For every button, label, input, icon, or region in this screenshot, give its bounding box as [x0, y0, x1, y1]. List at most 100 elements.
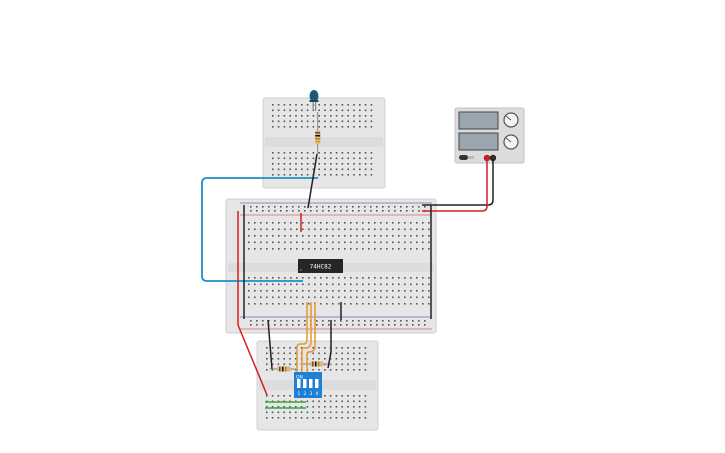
- breadboard-hole[interactable]: [274, 320, 276, 322]
- breadboard-hole[interactable]: [353, 120, 355, 123]
- breadboard-hole[interactable]: [320, 296, 322, 299]
- breadboard-hole[interactable]: [350, 228, 352, 231]
- breadboard-hole[interactable]: [335, 120, 338, 123]
- breadboard-hole[interactable]: [340, 320, 342, 322]
- breadboard-hole[interactable]: [324, 126, 326, 128]
- breadboard-hole[interactable]: [344, 296, 346, 299]
- breadboard-hole[interactable]: [341, 411, 343, 414]
- breadboard-hole[interactable]: [335, 152, 338, 154]
- breadboard-hole[interactable]: [324, 358, 326, 360]
- breadboard-hole[interactable]: [358, 352, 361, 355]
- breadboard-hole[interactable]: [301, 104, 303, 106]
- breadboard-hole[interactable]: [295, 163, 297, 165]
- breadboard-hole[interactable]: [347, 358, 349, 360]
- breadboard-hole[interactable]: [295, 109, 297, 112]
- breadboard-hole[interactable]: [301, 163, 303, 165]
- breadboard-hole[interactable]: [350, 290, 352, 292]
- breadboard-hole[interactable]: [277, 168, 280, 171]
- breadboard-hole[interactable]: [347, 115, 349, 117]
- breadboard-hole[interactable]: [332, 283, 334, 286]
- breadboard-hole[interactable]: [353, 109, 355, 112]
- breadboard-hole[interactable]: [290, 296, 292, 299]
- breadboard-hole[interactable]: [398, 241, 400, 244]
- breadboard-hole[interactable]: [254, 283, 256, 286]
- breadboard-hole[interactable]: [266, 228, 268, 231]
- breadboard-hole[interactable]: [392, 228, 394, 231]
- blue-wire[interactable]: [201, 177, 318, 282]
- breadboard-hole[interactable]: [404, 235, 406, 237]
- orange-wire-3[interactable]: [306, 302, 316, 372]
- breadboard-hole[interactable]: [404, 303, 406, 305]
- breadboard-hole[interactable]: [353, 174, 355, 176]
- breadboard-hole[interactable]: [422, 222, 424, 224]
- breadboard-hole[interactable]: [358, 206, 360, 208]
- breadboard-hole[interactable]: [424, 320, 426, 322]
- breadboard-hole[interactable]: [330, 120, 332, 123]
- breadboard-hole[interactable]: [289, 363, 291, 366]
- breadboard-hole[interactable]: [344, 248, 346, 250]
- breadboard-hole[interactable]: [322, 210, 324, 212]
- breadboard-hole[interactable]: [386, 303, 388, 305]
- breadboard-hole[interactable]: [341, 363, 343, 366]
- breadboard-hole[interactable]: [271, 369, 274, 371]
- breadboard-hole[interactable]: [268, 206, 270, 208]
- breadboard-hole[interactable]: [404, 296, 406, 299]
- breadboard-hole[interactable]: [344, 290, 346, 292]
- breadboard-hole[interactable]: [398, 290, 400, 292]
- breadboard-hole[interactable]: [306, 417, 309, 419]
- breadboard-hole[interactable]: [335, 347, 338, 349]
- breadboard-hole[interactable]: [266, 235, 268, 237]
- breadboard-hole[interactable]: [324, 347, 326, 349]
- breadboard-hole[interactable]: [329, 358, 332, 360]
- breadboard-hole[interactable]: [284, 228, 286, 231]
- breadboard-hole[interactable]: [308, 296, 310, 299]
- breadboard-hole[interactable]: [341, 163, 344, 165]
- breadboard-hole[interactable]: [260, 228, 262, 231]
- breadboard-hole[interactable]: [353, 363, 355, 366]
- breadboard-hole[interactable]: [359, 109, 361, 112]
- breadboard-hole[interactable]: [341, 369, 343, 371]
- breadboard-hole[interactable]: [302, 235, 304, 237]
- breadboard-hole[interactable]: [410, 290, 412, 292]
- breadboard-hole[interactable]: [256, 324, 258, 326]
- breadboard-hole[interactable]: [308, 222, 310, 224]
- breadboard-hole[interactable]: [296, 290, 298, 292]
- breadboard-hole[interactable]: [418, 320, 420, 322]
- breadboard-hole[interactable]: [254, 290, 256, 292]
- breadboard-hole[interactable]: [271, 417, 274, 419]
- breadboard-hole[interactable]: [278, 241, 280, 244]
- breadboard-hole[interactable]: [324, 120, 326, 123]
- breadboard-hole[interactable]: [295, 347, 297, 349]
- breadboard-hole[interactable]: [318, 109, 320, 112]
- breadboard-hole[interactable]: [330, 126, 332, 128]
- breadboard-hole[interactable]: [295, 104, 297, 106]
- breadboard-hole[interactable]: [312, 369, 314, 371]
- breadboard-hole[interactable]: [266, 406, 268, 408]
- breadboard-hole[interactable]: [295, 352, 297, 355]
- breadboard-hole[interactable]: [380, 290, 382, 292]
- breadboard-hole[interactable]: [350, 222, 352, 224]
- breadboard-hole[interactable]: [382, 320, 384, 322]
- breadboard-hole[interactable]: [308, 283, 310, 286]
- breadboard-hole[interactable]: [290, 228, 292, 231]
- breadboard-hole[interactable]: [304, 324, 306, 326]
- breadboard-hole[interactable]: [278, 248, 280, 250]
- breadboard-hole[interactable]: [272, 120, 274, 123]
- breadboard-hole[interactable]: [358, 395, 361, 397]
- breadboard-hole[interactable]: [283, 120, 286, 123]
- breadboard-hole[interactable]: [341, 120, 344, 123]
- breadboard-hole[interactable]: [289, 417, 291, 419]
- breadboard-hole[interactable]: [352, 206, 354, 208]
- breadboard-hole[interactable]: [284, 241, 286, 244]
- breadboard-hole[interactable]: [356, 290, 358, 292]
- breadboard-hole[interactable]: [416, 228, 418, 231]
- breadboard-hole[interactable]: [364, 168, 367, 171]
- breadboard-hole[interactable]: [272, 109, 274, 112]
- breadboard-hole[interactable]: [295, 157, 297, 160]
- breadboard-hole[interactable]: [335, 417, 338, 419]
- breadboard-hole[interactable]: [330, 157, 332, 160]
- breadboard-hole[interactable]: [370, 115, 373, 117]
- breadboard-hole[interactable]: [362, 277, 364, 279]
- breadboard-hole[interactable]: [347, 104, 349, 106]
